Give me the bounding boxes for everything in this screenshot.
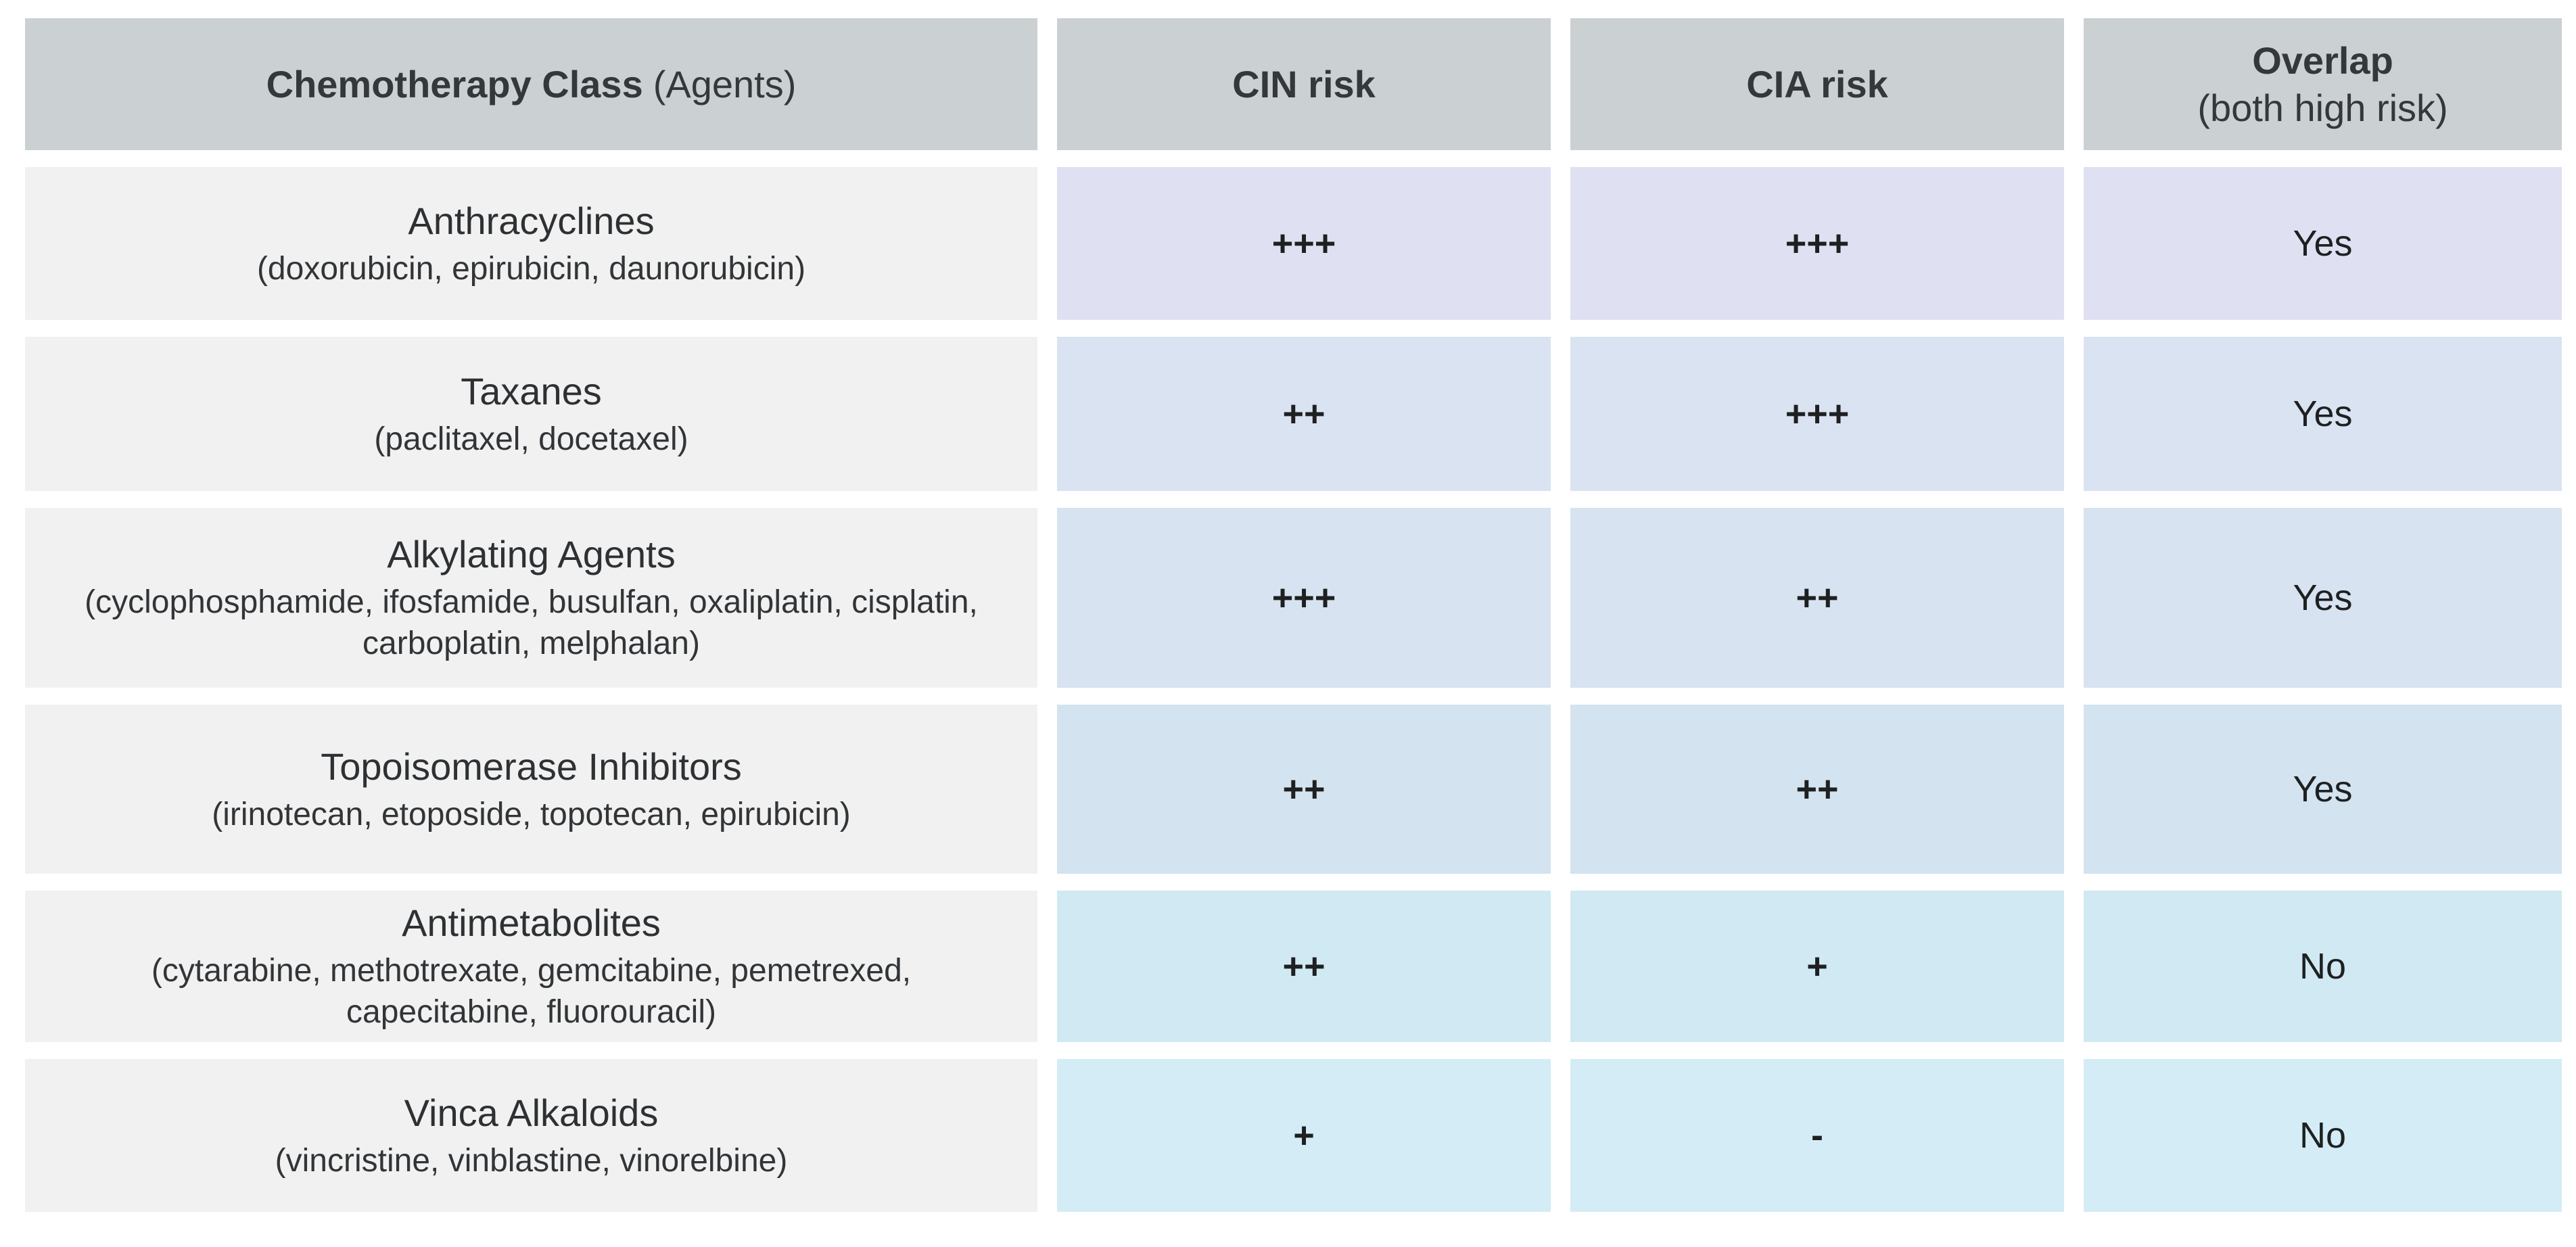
class-name: Alkylating Agents	[387, 533, 676, 576]
row-label-vinca-alkaloids: Vinca Alkaloids (vincristine, vinblastin…	[25, 1059, 1037, 1212]
header-overlap-subtitle: (both high risk)	[2197, 86, 2448, 129]
class-name: Vinca Alkaloids	[404, 1091, 659, 1134]
header-chemo-class-title: Chemotherapy Class	[266, 62, 643, 105]
cia-risk-cell: -	[1570, 1059, 2064, 1212]
class-name: Taxanes	[461, 369, 602, 413]
cin-risk-cell: ++	[1057, 705, 1551, 874]
cin-risk-cell: ++	[1057, 337, 1551, 491]
agents-list: (doxorubicin, epirubicin, daunorubicin)	[256, 250, 806, 287]
row-label-alkylating-agents: Alkylating Agents (cyclophosphamide, ifo…	[25, 508, 1037, 688]
cia-risk-cell: ++	[1570, 705, 2064, 874]
row-label-topoisomerase-inhibitors: Topoisomerase Inhibitors (irinotecan, et…	[25, 705, 1037, 874]
overlap-cell: Yes	[2084, 508, 2562, 688]
header-cell-overlap: Overlap (both high risk)	[2084, 18, 2562, 150]
row-label-taxanes: Taxanes (paclitaxel, docetaxel)	[25, 337, 1037, 491]
row-label-antimetabolites: Antimetabolites (cytarabine, methotrexat…	[25, 891, 1037, 1042]
cia-risk-cell: +++	[1570, 337, 2064, 491]
header-cia-risk-label: CIA risk	[1746, 62, 1888, 105]
header-cin-risk-label: CIN risk	[1232, 62, 1376, 105]
header-cell-cin-risk: CIN risk	[1057, 18, 1551, 150]
agents-list: (cyclophosphamide, ifosfamide, busulfan,…	[85, 584, 978, 661]
cia-risk-cell: +	[1570, 891, 2064, 1042]
chemotherapy-risk-table: Chemotherapy Class (Agents) CIN risk CIA…	[25, 18, 2562, 1212]
cia-risk-cell: +++	[1570, 167, 2064, 320]
overlap-cell: No	[2084, 891, 2562, 1042]
cin-risk-cell: +++	[1057, 167, 1551, 320]
row-label-anthracyclines: Anthracyclines (doxorubicin, epirubicin,…	[25, 167, 1037, 320]
cin-risk-cell: ++	[1057, 891, 1551, 1042]
overlap-cell: Yes	[2084, 167, 2562, 320]
agents-list: (vincristine, vinblastine, vinorelbine)	[275, 1142, 788, 1179]
agents-list: (cytarabine, methotrexate, gemcitabine, …	[151, 953, 912, 1030]
header-cell-chemo-class: Chemotherapy Class (Agents)	[25, 18, 1037, 150]
cin-risk-cell: +++	[1057, 508, 1551, 688]
overlap-cell: No	[2084, 1059, 2562, 1212]
cia-risk-cell: ++	[1570, 508, 2064, 688]
overlap-cell: Yes	[2084, 705, 2562, 874]
cin-risk-cell: +	[1057, 1059, 1551, 1212]
overlap-cell: Yes	[2084, 337, 2562, 491]
class-name: Topoisomerase Inhibitors	[321, 745, 742, 788]
header-cell-cia-risk: CIA risk	[1570, 18, 2064, 150]
class-name: Antimetabolites	[402, 901, 661, 945]
agents-list: (paclitaxel, docetaxel)	[374, 421, 688, 457]
agents-list: (irinotecan, etoposide, topotecan, epiru…	[212, 796, 851, 832]
header-chemo-class-subtitle: (Agents)	[653, 62, 797, 105]
class-name: Anthracyclines	[408, 199, 655, 242]
header-overlap-title: Overlap	[2252, 39, 2393, 82]
